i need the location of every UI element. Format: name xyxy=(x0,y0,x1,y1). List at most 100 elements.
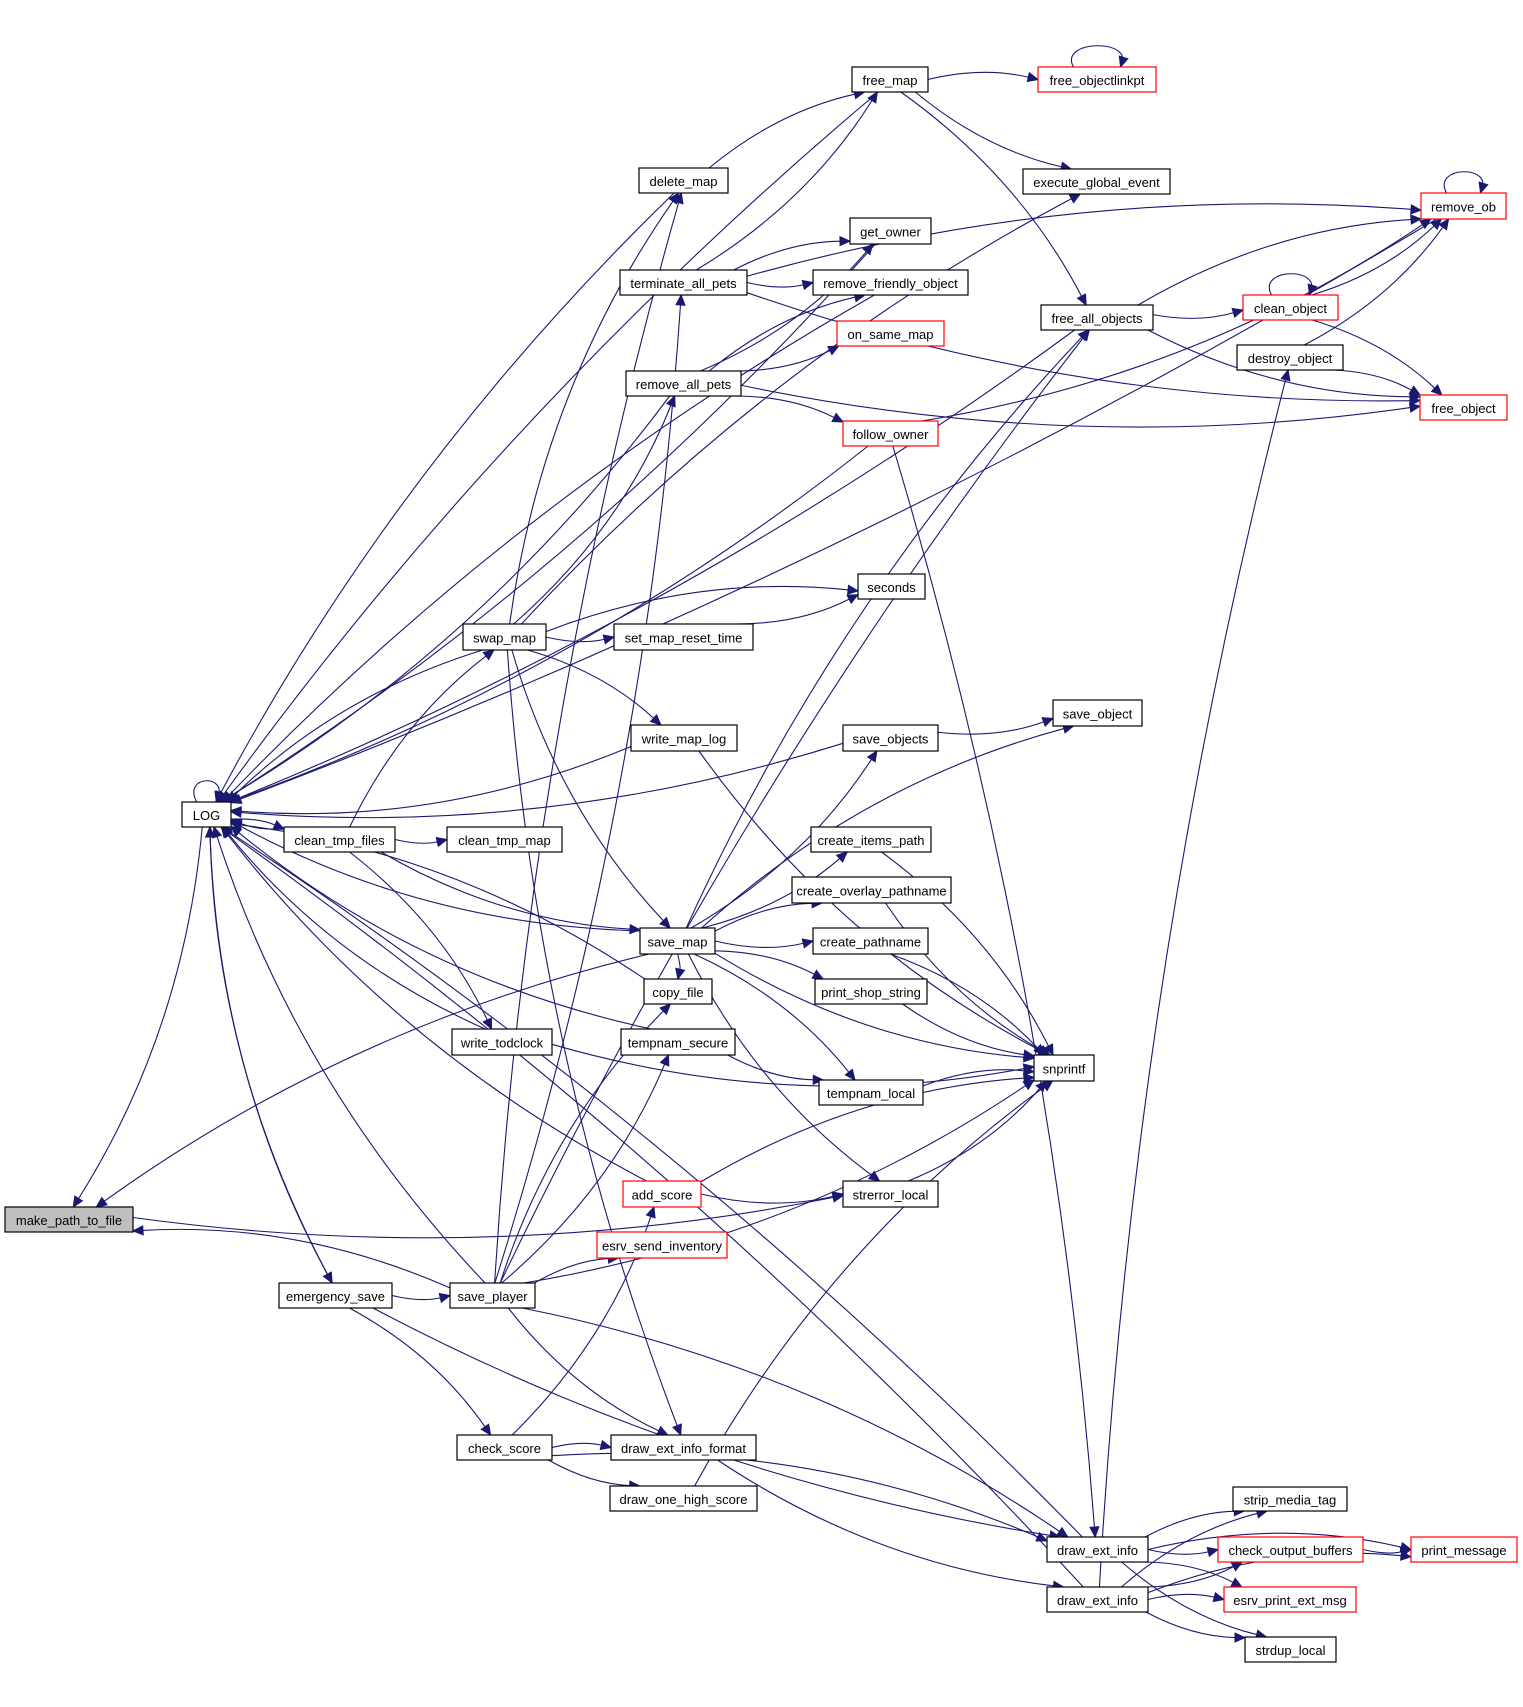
node-remove-all-pets[interactable]: remove_all_pets xyxy=(625,370,742,397)
node-box[interactable] xyxy=(842,420,939,447)
node-box[interactable] xyxy=(1046,1586,1149,1613)
node-box[interactable] xyxy=(1046,1536,1149,1563)
node-esrv-send-inventory[interactable]: esrv_send_inventory xyxy=(596,1231,728,1259)
node-box[interactable] xyxy=(791,876,952,904)
node-print-shop-string[interactable]: print_shop_string xyxy=(814,978,928,1005)
node-box[interactable] xyxy=(630,724,738,752)
node-box[interactable] xyxy=(1022,168,1171,195)
node-box[interactable] xyxy=(609,1485,758,1512)
node-get-owner[interactable]: get_owner xyxy=(849,217,932,245)
node-tempnam-secure[interactable]: tempnam_secure xyxy=(620,1028,736,1056)
node-write-map-log[interactable]: write_map_log xyxy=(630,724,738,752)
node-set-map-reset-time[interactable]: set_map_reset_time xyxy=(613,623,754,651)
node-box[interactable] xyxy=(818,1079,924,1106)
node-box[interactable] xyxy=(810,826,932,853)
node-save-object[interactable]: save_object xyxy=(1052,699,1143,727)
node-strip-media-tag[interactable]: strip_media_tag xyxy=(1232,1486,1348,1512)
node-box[interactable] xyxy=(851,66,929,93)
node-box[interactable] xyxy=(1419,394,1508,421)
node-print-message[interactable]: print_message xyxy=(1410,1536,1518,1563)
node-box[interactable] xyxy=(1232,1486,1348,1512)
node-add-score[interactable]: add_score xyxy=(622,1180,702,1208)
node-write-todclock[interactable]: write_todclock xyxy=(451,1028,553,1056)
node-save-player[interactable]: save_player xyxy=(449,1282,536,1309)
node-box[interactable] xyxy=(181,801,232,828)
node-remove-ob[interactable]: remove_ob xyxy=(1420,192,1507,220)
node-box[interactable] xyxy=(1033,1054,1095,1082)
node-box[interactable] xyxy=(1052,699,1143,727)
node-execute-global-event[interactable]: execute_global_event xyxy=(1022,168,1171,195)
node-box[interactable] xyxy=(1217,1536,1364,1563)
node-box[interactable] xyxy=(842,724,939,752)
node-box[interactable] xyxy=(613,623,754,651)
node-box[interactable] xyxy=(456,1434,553,1461)
node-free-objectlinkpt[interactable]: free_objectlinkpt xyxy=(1037,66,1157,93)
node-box[interactable] xyxy=(451,1028,553,1056)
node-box[interactable] xyxy=(610,1434,757,1461)
node-swap-map[interactable]: swap_map xyxy=(462,623,547,651)
node-box[interactable] xyxy=(1223,1586,1357,1613)
node-box[interactable] xyxy=(1420,192,1507,220)
node-box[interactable] xyxy=(620,1028,736,1056)
node-box[interactable] xyxy=(1242,294,1339,321)
node-follow-owner[interactable]: follow_owner xyxy=(842,420,939,447)
node-save-objects[interactable]: save_objects xyxy=(842,724,939,752)
node-draw-ext-info-1[interactable]: draw_ext_info xyxy=(1046,1536,1149,1563)
node-on-same-map[interactable]: on_same_map xyxy=(836,320,945,347)
node-free-object[interactable]: free_object xyxy=(1419,394,1508,421)
node-box[interactable] xyxy=(1236,344,1344,371)
node-draw-ext-info-format[interactable]: draw_ext_info_format xyxy=(610,1434,757,1461)
node-box[interactable] xyxy=(1244,1636,1337,1663)
node-box[interactable] xyxy=(619,269,748,296)
node-copy-file[interactable]: copy_file xyxy=(643,978,713,1005)
node-box[interactable] xyxy=(283,826,396,853)
node-seconds[interactable]: seconds xyxy=(857,573,926,600)
node-box[interactable] xyxy=(812,927,929,955)
node-box[interactable] xyxy=(462,623,547,651)
node-box[interactable] xyxy=(278,1282,393,1309)
node-clean-tmp-map[interactable]: clean_tmp_map xyxy=(446,826,563,853)
node-box[interactable] xyxy=(4,1206,134,1233)
node-box[interactable] xyxy=(812,269,969,296)
node-box[interactable] xyxy=(625,370,742,397)
node-box[interactable] xyxy=(446,826,563,853)
node-free-map[interactable]: free_map xyxy=(851,66,929,93)
node-create-overlay-pathname[interactable]: create_overlay_pathname xyxy=(791,876,952,904)
node-create-pathname[interactable]: create_pathname xyxy=(812,927,929,955)
node-box[interactable] xyxy=(849,217,932,245)
node-box[interactable] xyxy=(639,927,716,955)
node-save-map[interactable]: save_map xyxy=(639,927,716,955)
node-check-output-buffers[interactable]: check_output_buffers xyxy=(1217,1536,1364,1563)
node-destroy-object[interactable]: destroy_object xyxy=(1236,344,1344,371)
node-remove-friendly-object[interactable]: remove_friendly_object xyxy=(812,269,969,296)
node-free-all-objects[interactable]: free_all_objects xyxy=(1040,304,1154,331)
node-clean-tmp-files[interactable]: clean_tmp_files xyxy=(283,826,396,853)
node-draw-one-high-score[interactable]: draw_one_high_score xyxy=(609,1485,758,1512)
node-terminate-all-pets[interactable]: terminate_all_pets xyxy=(619,269,748,296)
node-box[interactable] xyxy=(857,573,926,600)
node-box[interactable] xyxy=(814,978,928,1005)
node-check-score[interactable]: check_score xyxy=(456,1434,553,1461)
node-box[interactable] xyxy=(1410,1536,1518,1563)
node-box[interactable] xyxy=(622,1180,702,1208)
node-emergency-save[interactable]: emergency_save xyxy=(278,1282,393,1309)
node-box[interactable] xyxy=(449,1282,536,1309)
node-LOG[interactable]: LOG xyxy=(181,801,232,828)
node-make-path-to-file[interactable]: make_path_to_file xyxy=(4,1206,134,1233)
node-delete-map[interactable]: delete_map xyxy=(638,167,729,194)
node-tempnam-local[interactable]: tempnam_local xyxy=(818,1079,924,1106)
node-strerror-local[interactable]: strerror_local xyxy=(842,1180,939,1208)
node-box[interactable] xyxy=(1040,304,1154,331)
node-snprintf[interactable]: snprintf xyxy=(1033,1054,1095,1082)
node-strdup-local[interactable]: strdup_local xyxy=(1244,1636,1337,1663)
node-box[interactable] xyxy=(643,978,713,1005)
node-box[interactable] xyxy=(836,320,945,347)
node-clean-object[interactable]: clean_object xyxy=(1242,294,1339,321)
node-box[interactable] xyxy=(596,1231,728,1259)
node-draw-ext-info-2[interactable]: draw_ext_info xyxy=(1046,1586,1149,1613)
node-box[interactable] xyxy=(638,167,729,194)
node-box[interactable] xyxy=(842,1180,939,1208)
node-box[interactable] xyxy=(1037,66,1157,93)
node-create-items-path[interactable]: create_items_path xyxy=(810,826,932,853)
node-esrv-print-ext-msg[interactable]: esrv_print_ext_msg xyxy=(1223,1586,1357,1613)
